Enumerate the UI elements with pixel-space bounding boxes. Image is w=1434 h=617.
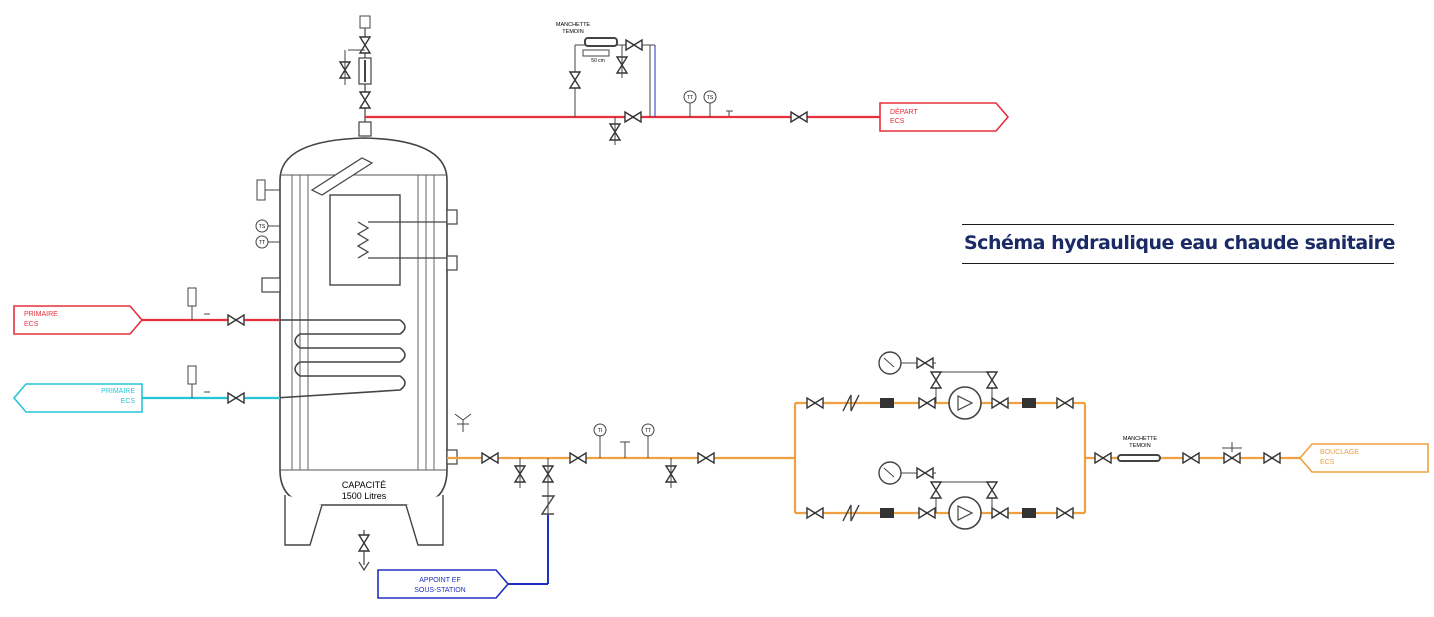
tank-sensor-ts-label: TS bbox=[259, 224, 266, 230]
manchette-right-label-1: MANCHETTE bbox=[1123, 436, 1158, 442]
bouclage-tt-label: TT bbox=[645, 428, 651, 434]
tank-sensor-tt-label: TT bbox=[259, 240, 265, 246]
primaire-in-label-2: ECS bbox=[24, 321, 39, 328]
appoint-label-1: APPOINT EF bbox=[419, 577, 461, 584]
appoint-ef-line: APPOINT EF SOUS-STATION bbox=[377, 515, 549, 599]
tank-volume-label: 1500 Litres bbox=[342, 491, 387, 501]
diagram-title-box: Schéma hydraulique eau chaude sanitaire bbox=[962, 224, 1395, 264]
manchette-right-label-2: TEMOIN bbox=[1129, 443, 1150, 449]
fifty-cm-label: 50 cm bbox=[591, 58, 605, 64]
depart-tt-label: TT bbox=[687, 95, 693, 101]
primaire-out-label-1: PRIMAIRE bbox=[101, 388, 135, 395]
appoint-label-2: SOUS-STATION bbox=[414, 587, 465, 594]
tank-capacity-label: CAPACITÉ bbox=[342, 480, 386, 490]
bouclage-line: TI TT bbox=[447, 351, 1429, 530]
storage-tank: TS TT CAPACITÉ 1500 Litres bbox=[255, 121, 458, 572]
primaire-in-label-1: PRIMAIRE bbox=[24, 311, 58, 318]
depart-ecs-label-1: DÉPART bbox=[890, 107, 918, 116]
primaire-out-label-2: ECS bbox=[121, 398, 136, 405]
depart-ecs-line: MANCHETTE TEMOIN 50 cm TT TS DÉPART ECS bbox=[365, 22, 1010, 145]
primaire-out-line: PRIMAIRE ECS bbox=[12, 365, 280, 413]
bouclage-ti-label: TI bbox=[598, 428, 602, 434]
bouclage-label-2: ECS bbox=[1320, 459, 1335, 466]
tank-top-vent-assembly bbox=[339, 15, 372, 122]
primaire-in-line: PRIMAIRE ECS bbox=[13, 287, 280, 335]
manchette-top-label-1: MANCHETTE bbox=[556, 22, 591, 28]
diagram-title: Schéma hydraulique eau chaude sanitaire bbox=[964, 232, 1395, 254]
depart-ecs-label-2: ECS bbox=[890, 118, 905, 125]
depart-ts-label: TS bbox=[707, 95, 714, 101]
bouclage-label-1: BOUCLAGE bbox=[1320, 449, 1359, 456]
manchette-top-label-2: TEMOIN bbox=[562, 29, 583, 35]
